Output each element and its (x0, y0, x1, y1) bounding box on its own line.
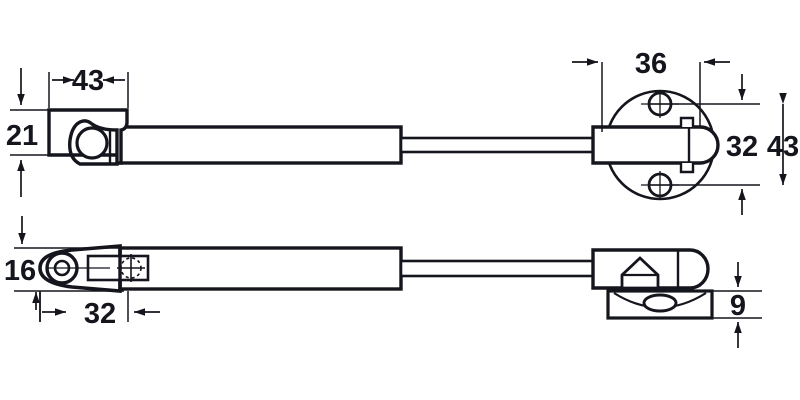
cylinder-body-bottom (118, 246, 403, 291)
catch-plate-bottom (606, 289, 714, 320)
dimension-36-top-right (572, 58, 730, 132)
dimension-32-top-right (648, 74, 760, 215)
end-fitting-right-top (591, 116, 720, 174)
piston-rod-top (399, 136, 595, 154)
dimension-label-9: 9 (730, 290, 746, 322)
piston-rod-bottom (399, 259, 595, 278)
dimension-9-bottom-right (700, 262, 762, 348)
dimension-label-32-bottom-left: 32 (84, 298, 116, 330)
dimension-32-bottom-left (32, 291, 160, 322)
dimension-label-16: 16 (4, 255, 36, 287)
dimension-label-36: 36 (635, 48, 667, 80)
dimension-label-32-top-right: 32 (726, 131, 758, 163)
dimension-label-43-top-left: 43 (72, 65, 104, 97)
dimension-43-top-left (48, 72, 129, 108)
dimension-label-43-top-right: 43 (767, 131, 799, 163)
dimension-16-bottom-left (14, 216, 124, 292)
cylinder-body-top (118, 125, 403, 165)
dimension-label-21: 21 (6, 120, 38, 152)
valve-mark-bottom (117, 254, 145, 282)
dimension-21-top-left (10, 68, 48, 197)
end-fitting-right-bottom (591, 248, 710, 290)
eye-fitting-left-bottom (38, 244, 150, 293)
mounting-bracket-left-top (47, 108, 129, 166)
